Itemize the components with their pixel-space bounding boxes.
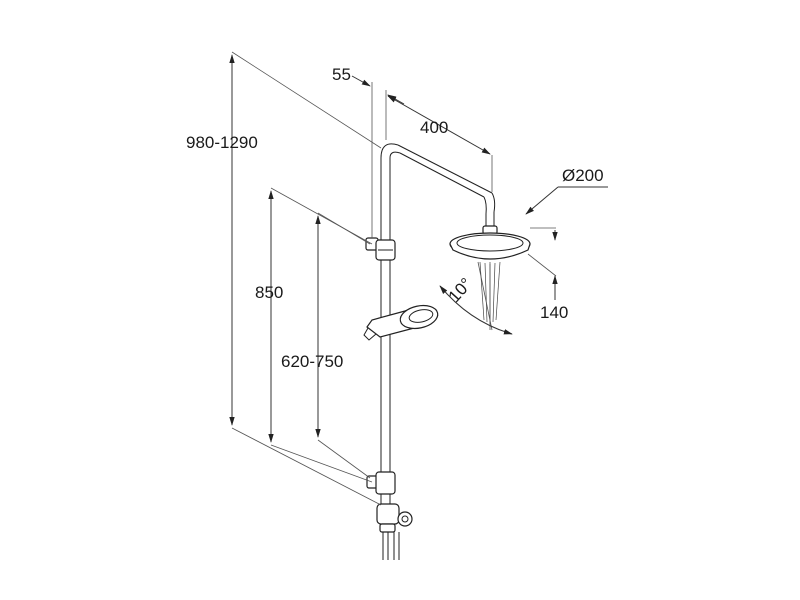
label-tilt-angle: 10° <box>445 274 476 306</box>
overhead-shower-head <box>449 232 531 260</box>
dimension-tilt-angle: 10° <box>439 261 513 335</box>
hand-shower <box>363 304 439 341</box>
label-rail-height: 850 <box>255 283 283 302</box>
label-head-diameter: Ø200 <box>562 166 604 185</box>
upper-wall-bracket <box>365 237 396 261</box>
label-wall-offset: 55 <box>332 65 351 84</box>
label-holder-range: 620-750 <box>281 352 343 371</box>
label-total-height: 980-1290 <box>186 133 258 152</box>
lower-wall-bracket <box>366 471 396 495</box>
label-head-height: 140 <box>540 303 568 322</box>
dimension-head-diameter: Ø200 <box>525 166 608 215</box>
diverter-valve <box>376 503 413 560</box>
dimension-wall-offset: 55 <box>332 65 405 238</box>
dimension-rail-height: 850 <box>255 187 373 483</box>
dimension-head-height: 140 <box>527 227 568 322</box>
dimension-total-height: 980-1290 <box>186 51 382 506</box>
dimension-arm-length: 400 <box>387 95 493 192</box>
shower-arm <box>397 144 498 235</box>
dimension-holder-range: 620-750 <box>281 212 371 479</box>
label-arm-length: 400 <box>420 118 448 137</box>
